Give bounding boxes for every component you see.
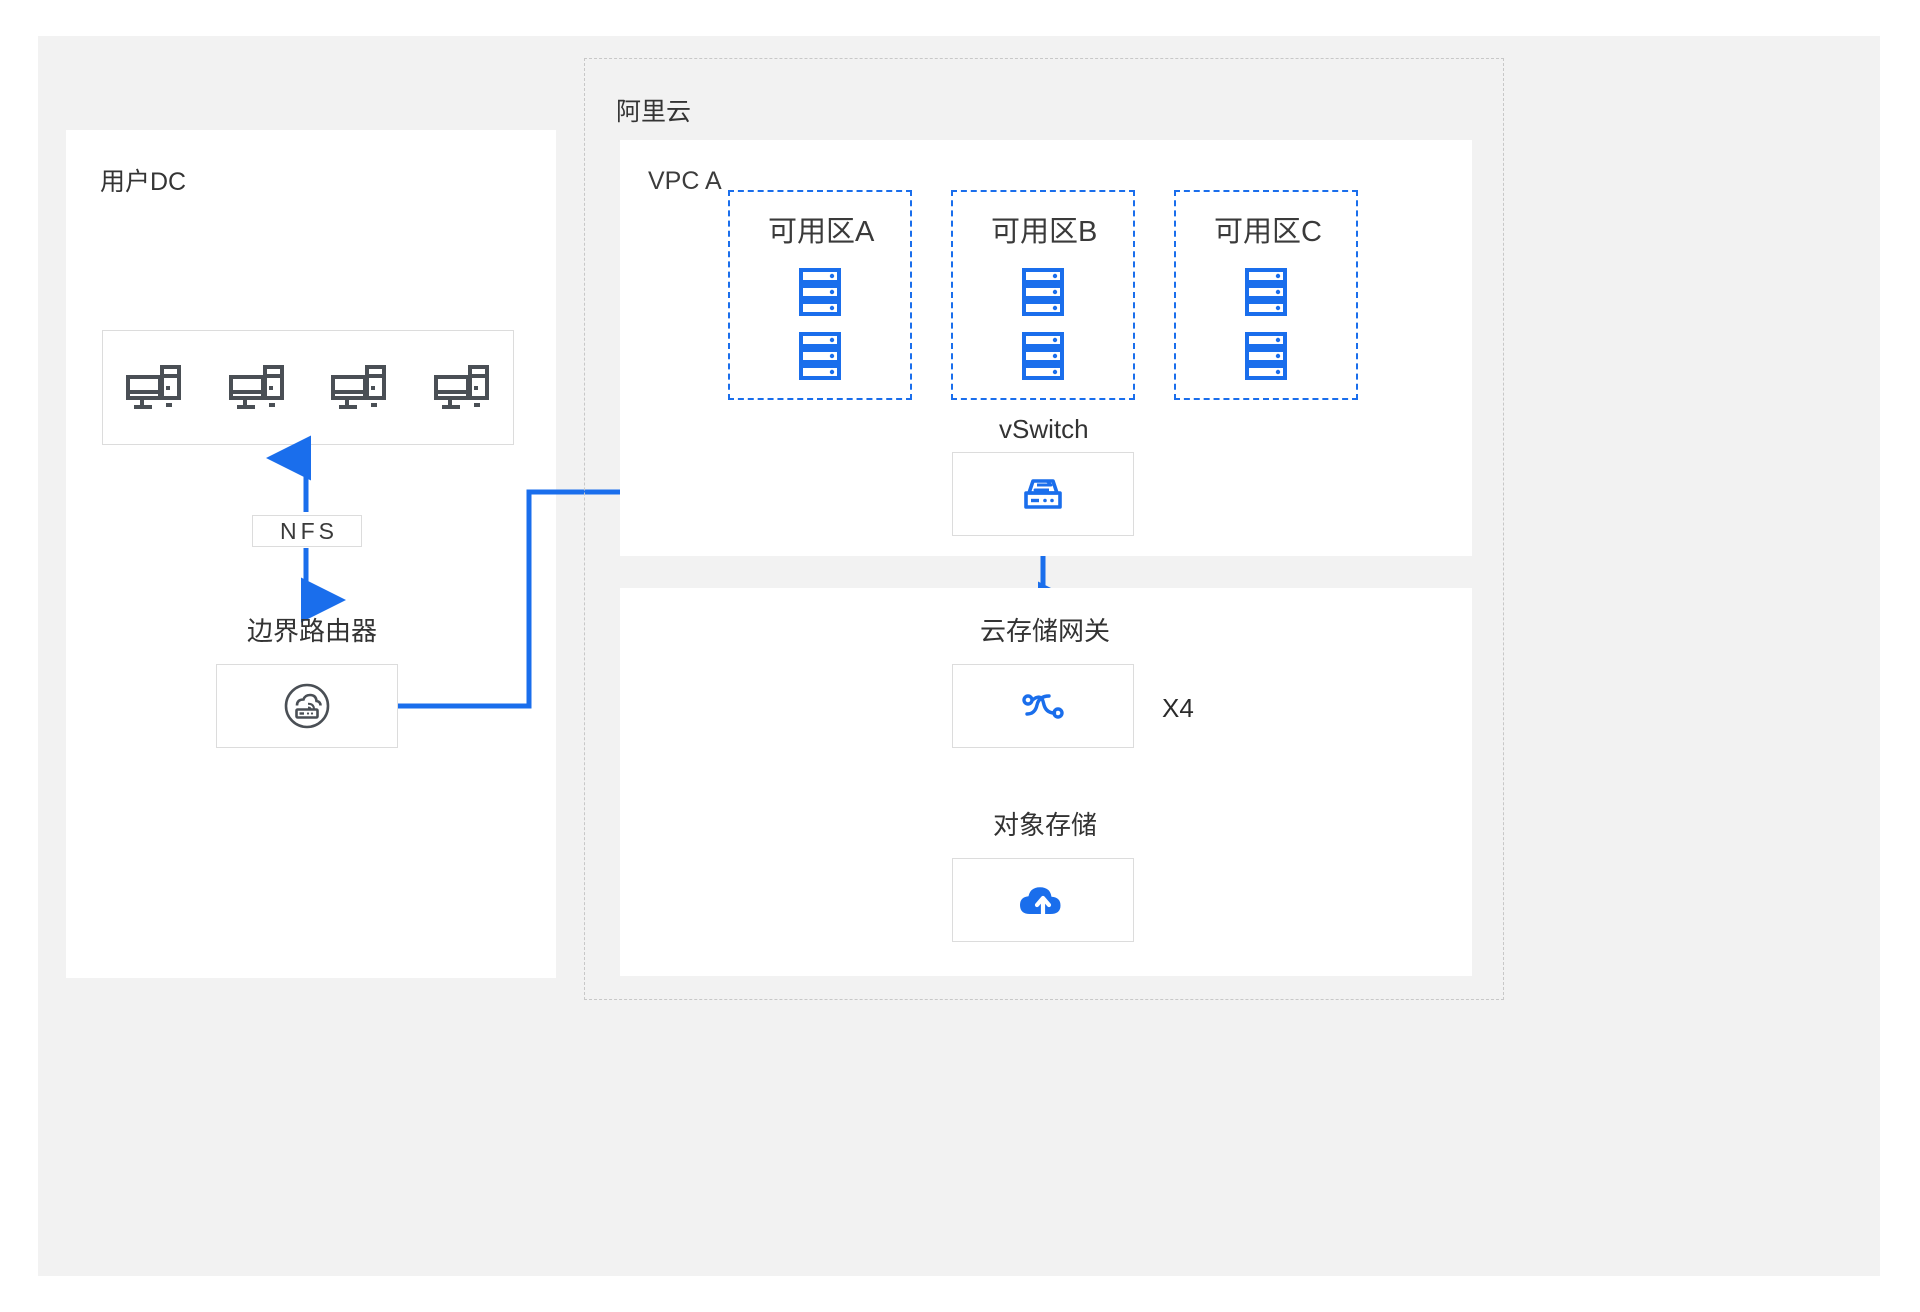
user-dc-title: 用户DC [100, 168, 187, 196]
vswitch-label: vSwitch [999, 414, 1089, 444]
server-rack-icon [799, 268, 841, 316]
server-rack-icon [799, 332, 841, 380]
object-storage-label: 对象存储 [993, 810, 1098, 840]
cloud-storage-gateway-card [952, 664, 1134, 748]
nfs-protocol-tag: NFS [252, 515, 362, 547]
workstation-group-card [102, 330, 514, 445]
desktop-computer-icon [433, 364, 490, 411]
availability-zone-a-label: 可用区A [768, 216, 875, 248]
server-rack-icon [1245, 332, 1287, 380]
vswitch-card [952, 452, 1134, 536]
availability-zone-c-label: 可用区C [1214, 216, 1322, 248]
border-router-card [216, 664, 398, 748]
desktop-computer-icon [126, 364, 182, 411]
server-rack-icon [1245, 268, 1287, 316]
border-router-label: 边界路由器 [247, 616, 378, 646]
availability-zone-a-box [728, 190, 912, 400]
gateway-multiplier-label: X4 [1162, 693, 1194, 723]
object-storage-cloud-icon [1017, 879, 1069, 921]
cloud-storage-gateway-icon [1019, 684, 1067, 728]
user-dc-panel [66, 130, 556, 978]
vpc-a-title: VPC A [648, 167, 722, 195]
server-rack-icon [1022, 268, 1064, 316]
object-storage-card [952, 858, 1134, 942]
availability-zone-b-box [951, 190, 1135, 400]
availability-zone-c-box [1174, 190, 1358, 400]
border-router-icon [283, 682, 331, 730]
availability-zone-b-label: 可用区B [991, 216, 1098, 248]
desktop-computer-icon [331, 364, 387, 411]
alibaba-cloud-title: 阿里云 [616, 98, 692, 126]
alibaba-cloud-region [584, 58, 1504, 1000]
cloud-storage-gateway-label: 云存储网关 [980, 616, 1111, 646]
desktop-computer-icon [228, 364, 285, 411]
vswitch-icon [1018, 471, 1068, 517]
server-rack-icon [1022, 332, 1064, 380]
